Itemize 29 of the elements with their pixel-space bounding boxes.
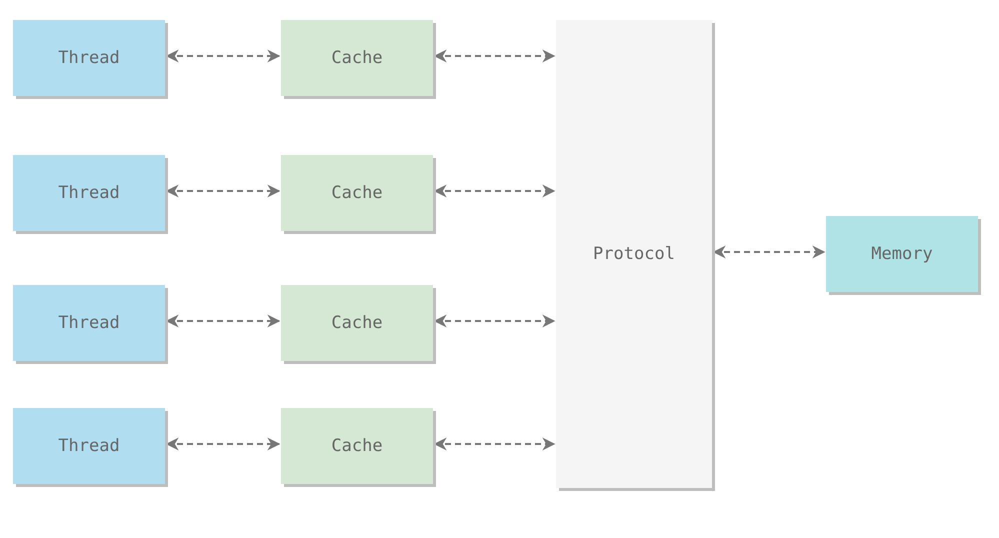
node-label: Thread	[58, 313, 120, 333]
dashed-arrow	[166, 314, 280, 328]
thread-box	[13, 408, 165, 484]
node-label: Thread	[58, 436, 120, 456]
dashed-arrow	[434, 438, 556, 450]
thread-box	[13, 285, 165, 361]
node-label: Thread	[58, 183, 120, 203]
node-label: Memory	[871, 244, 933, 264]
dashed-arrow	[434, 50, 556, 62]
dashed-arrow	[166, 50, 280, 62]
cache-box	[281, 155, 433, 231]
node-label: Cache	[331, 183, 383, 203]
thread-box	[13, 20, 165, 96]
memory-box	[826, 216, 978, 292]
node-label: Cache	[331, 436, 383, 456]
dashed-arrow	[434, 184, 556, 198]
cache-box	[281, 408, 433, 484]
dashed-arrow	[712, 246, 826, 258]
dashed-arrow	[166, 184, 280, 198]
cache-box	[281, 20, 433, 96]
node-label: Thread	[58, 48, 120, 68]
dashed-arrow	[166, 438, 280, 450]
dashed-arrow	[434, 314, 556, 328]
thread-box	[13, 155, 165, 231]
protocol-box	[556, 20, 712, 488]
node-label: Cache	[331, 313, 383, 333]
node-label: Cache	[331, 48, 383, 68]
cache-box	[281, 285, 433, 361]
node-label: Protocol	[593, 244, 675, 264]
